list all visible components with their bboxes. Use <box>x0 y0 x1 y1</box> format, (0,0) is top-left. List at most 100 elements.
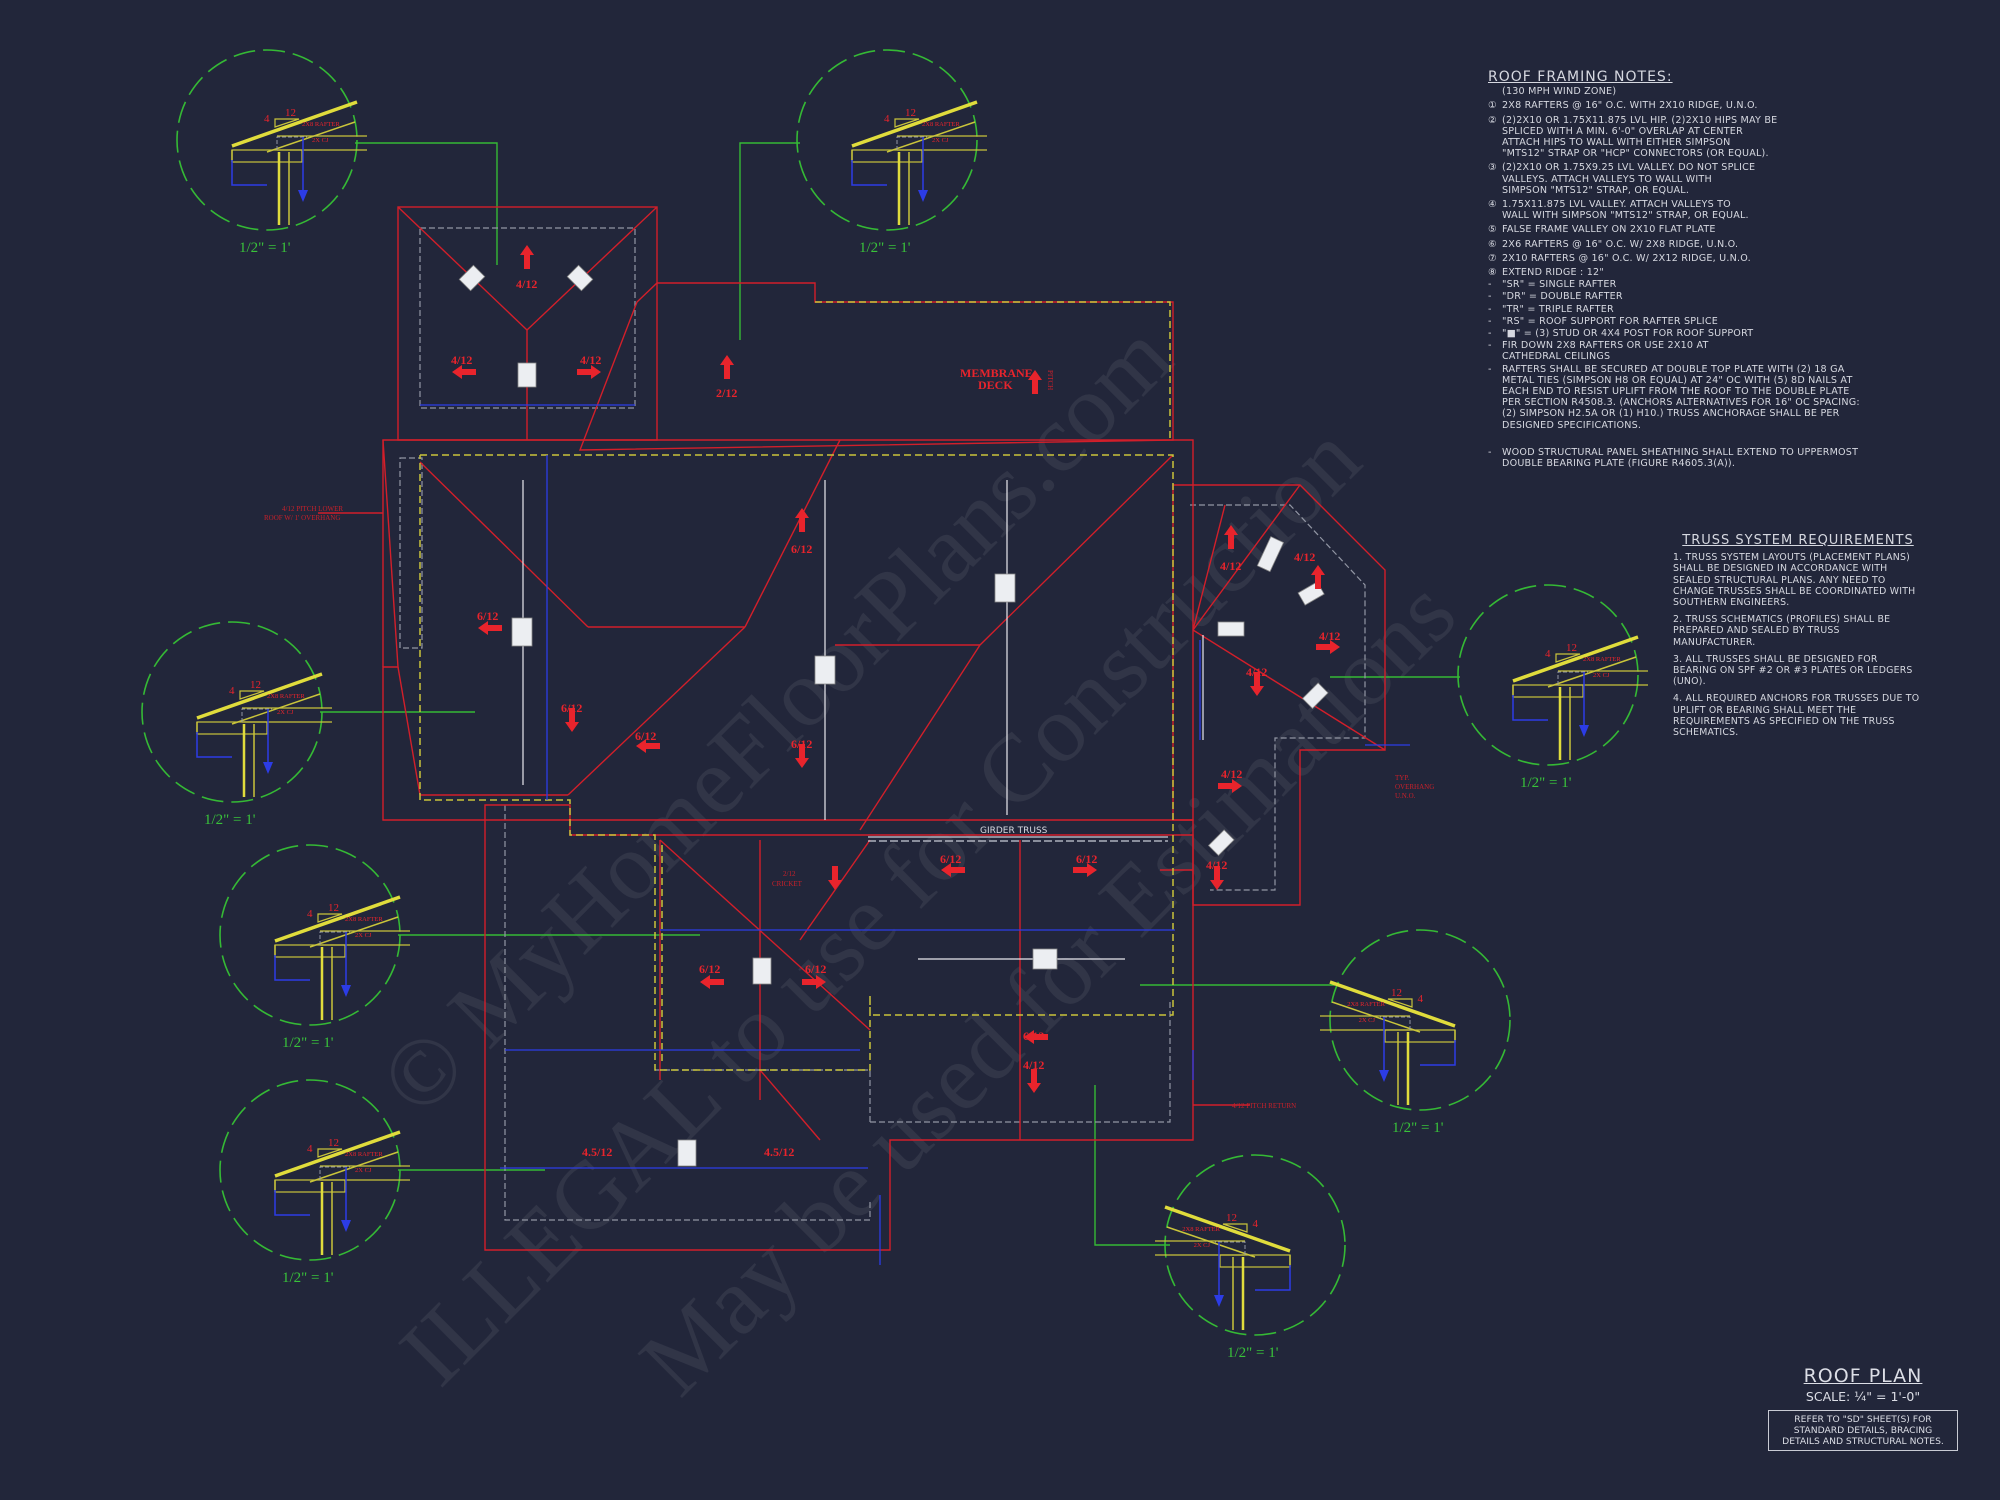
note-line: CATHEDRAL CEILINGS <box>1502 351 1611 363</box>
detail-rise-label: 4 <box>307 908 313 920</box>
note-number: ④ <box>1488 199 1497 211</box>
framing-bullet-item: -"DR" = DOUBLE RAFTER <box>1488 291 1848 302</box>
detail-scale-label: 1/2" = 1' <box>282 1035 334 1051</box>
note-line: ATTACH HIPS TO WALL WITH EITHER SIMPSON <box>1502 137 1731 149</box>
note-text: "TR" = TRIPLE RAFTER <box>1502 304 1614 315</box>
framing-bullet-item: -"TR" = TRIPLE RAFTER <box>1488 304 1848 315</box>
note-text: (2)2x10 OR 1.75x9.25 LVL VALLEY. DO NOT … <box>1502 162 1755 196</box>
dimension-lines <box>420 404 1410 1265</box>
detail-circle <box>141 621 323 803</box>
note-number: ① <box>1488 100 1497 112</box>
detail-scale-label: 1/2" = 1' <box>1520 775 1572 791</box>
pitch-arrow-icon <box>1028 370 1042 394</box>
detail-circle <box>796 49 978 231</box>
detail-ceiling-joist-label: 2X CJ <box>355 932 372 939</box>
truss-title: TRUSS SYSTEM REQUIREMENTS <box>1682 533 1914 548</box>
detail-scale-label: 1/2" = 1' <box>1227 1345 1279 1361</box>
pitch-arrow-icon <box>1311 565 1325 589</box>
note-line: "TR" = TRIPLE RAFTER <box>1502 303 1614 315</box>
detail-scale-label: 1/2" = 1' <box>1392 1120 1444 1136</box>
pitch-label: 2/12 <box>716 386 737 400</box>
detail-circle <box>1457 584 1639 766</box>
pitch-label: 4/12 <box>1246 665 1267 679</box>
pitch-label: 6/12 <box>805 962 826 976</box>
detail-rise-label: 4 <box>1545 648 1551 660</box>
truss-requirement-item: 4. ALL REQUIRED ANCHORS FOR TRUSSES DUE … <box>1673 693 1920 739</box>
detail-scale-label: 1/2" = 1' <box>859 240 911 256</box>
roof-outlines <box>318 206 1386 1251</box>
framing-bullet-item: -RAFTERS SHALL BE SECURED AT DOUBLE TOP … <box>1488 364 1860 431</box>
pitch-label: 6/12 <box>561 701 582 715</box>
detail-circle <box>219 1079 401 1261</box>
detail-run-label: 12 <box>285 107 296 119</box>
pitch-arrow-icon <box>565 708 579 732</box>
framing-bullet-item: -WOOD STRUCTURAL PANEL SHEATHING SHALL E… <box>1488 447 1858 469</box>
note-line: WOOD STRUCTURAL PANEL SHEATHING SHALL EX… <box>1502 446 1859 458</box>
note-line: 2x6 RAFTERS @ 16" O.C. W/ 2x8 RIDGE, U.N… <box>1502 238 1739 250</box>
note-line: WALL WITH SIMPSON "MTS12" STRAP, OR EQUA… <box>1502 210 1749 222</box>
note-number: ⑧ <box>1488 267 1497 279</box>
pitch-arrow-icon <box>720 355 734 379</box>
truss-requirement-item: 2. TRUSS SCHEMATICS (PROFILES) SHALL BE … <box>1673 614 1891 648</box>
detail-run-label: 12 <box>1566 642 1577 654</box>
detail-rise-label: 4 <box>1418 993 1424 1005</box>
framing-note-item: ① 2x8 RAFTERS @ 16" O.C. WITH 2X10 RIDGE,… <box>1488 100 1848 111</box>
detail-run-label: 12 <box>250 679 261 691</box>
pitch-label: 6/12 <box>940 852 961 866</box>
framing-lines <box>399 227 1366 1221</box>
bullet-dash: - <box>1488 279 1492 291</box>
cricket-label: CRICKET <box>772 880 803 888</box>
pitch-label: 6/12 <box>699 962 720 976</box>
pitch-label: 4.5/12 <box>582 1145 612 1159</box>
pitch-labels: 4/12 4/12 4/12 2/12 6/12 6/12 6/12 6/12 … <box>264 277 1434 1159</box>
truss-system-requirements: TRUSS SYSTEM REQUIREMENTS 1. TRUSS SYSTEM… <box>1673 533 1923 739</box>
pitch-arrow-icon <box>1250 672 1264 696</box>
note-number: ⑦ <box>1488 252 1497 264</box>
note-line: EXTEND RIDGE : 12" <box>1502 267 1604 279</box>
note-line: "SR" = SINGLE RAFTER <box>1502 279 1617 291</box>
pitch-arrow-icon <box>941 863 965 877</box>
framing-notes-title: ROOF FRAMING NOTES: <box>1488 69 1673 85</box>
pitch-arrow-icon <box>795 744 809 768</box>
reference-note-box: REFER TO "SD" SHEET(S) FOR STANDARD DETA… <box>1768 1410 1958 1451</box>
reference-note-line: STANDARD DETAILS, BRACING <box>1793 1425 1933 1436</box>
truss-requirement-item: 1. TRUSS SYSTEM LAYOUTS (PLACEMENT PLANS… <box>1673 552 1916 609</box>
pitch-label: 6/12 <box>791 737 812 751</box>
bullet-dash: - <box>1488 315 1492 327</box>
detail-rise-label: 4 <box>884 113 890 125</box>
pitch-arrow-icon <box>1224 525 1238 549</box>
bullet-dash: - <box>1488 340 1492 352</box>
note-line: (2)2x10 OR 1.75x11.875 LVL HIP. (2)2x10 … <box>1502 114 1778 126</box>
note-text: 2x10 RAFTERS @ 16" O.C. W/ 2x12 RIDGE, U… <box>1502 253 1751 264</box>
roof-wing-right <box>1172 484 1386 906</box>
note-text: 2x8 RAFTERS @ 16" O.C. WITH 2X10 RIDGE, … <box>1502 100 1758 111</box>
detail-run-label: 12 <box>1391 987 1402 999</box>
overhang-note-2: OVERHANG <box>1395 783 1434 791</box>
overhang-note-3: U.N.O. <box>1395 792 1416 800</box>
pitch-arrow-icon <box>828 866 842 890</box>
pitch-label: 4/12 <box>1220 559 1241 573</box>
note-line: (2)2x10 OR 1.75x9.25 LVL VALLEY. DO NOT … <box>1502 162 1756 174</box>
detail-rise-label: 4 <box>1253 1218 1259 1230</box>
pitch-arrow-icon <box>1027 1069 1041 1093</box>
membrane-label-2: DECK <box>978 378 1013 392</box>
note-line: PER SECTION R4508.3. (ANCHORS ALTERNATIV… <box>1502 397 1860 409</box>
note-text: WOOD STRUCTURAL PANEL SHEATHING SHALL EX… <box>1502 447 1858 469</box>
pitch-vertical-label: PITCH <box>1046 370 1054 390</box>
pitch-label: 4/12 <box>1023 1058 1044 1072</box>
pitch-label: 6/12 <box>791 542 812 556</box>
detail-ceiling-joist-label: 2X CJ <box>932 137 949 144</box>
pitch-label: 4/12 <box>1221 767 1242 781</box>
note-line: RAFTERS SHALL BE SECURED AT DOUBLE TOP P… <box>1502 363 1845 375</box>
truss-requirement-item: 3. ALL TRUSSES SHALL BE DESIGNED FOR BEA… <box>1673 653 1913 688</box>
note-text: 1.75x11.875 LVL VALLEY. ATTACH VALLEYS T… <box>1502 199 1749 221</box>
